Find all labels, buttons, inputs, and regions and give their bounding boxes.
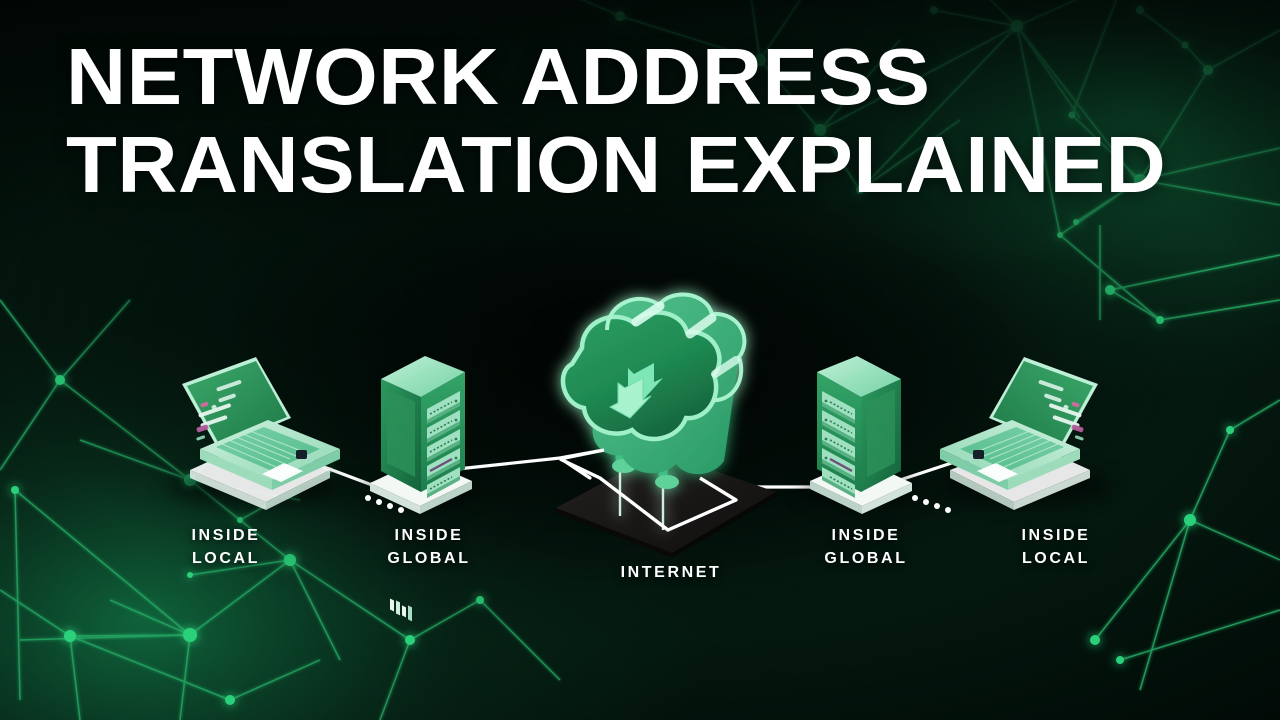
label-inside-global-right: INSIDE GLOBAL <box>824 527 908 568</box>
label-internet: INTERNET <box>620 564 722 581</box>
label-inside-local-right: INSIDE LOCAL <box>1021 527 1091 568</box>
page-title-line-2: TRANSLATION EXPLAINED <box>66 120 1167 210</box>
page-title: NETWORK ADDRESS TRANSLATION EXPLAINED <box>66 36 1206 205</box>
label-inside-local-left: INSIDE LOCAL <box>191 527 261 568</box>
page-title-line-1: NETWORK ADDRESS <box>66 32 931 121</box>
label-inside-global-left: INSIDE GLOBAL <box>387 527 471 568</box>
